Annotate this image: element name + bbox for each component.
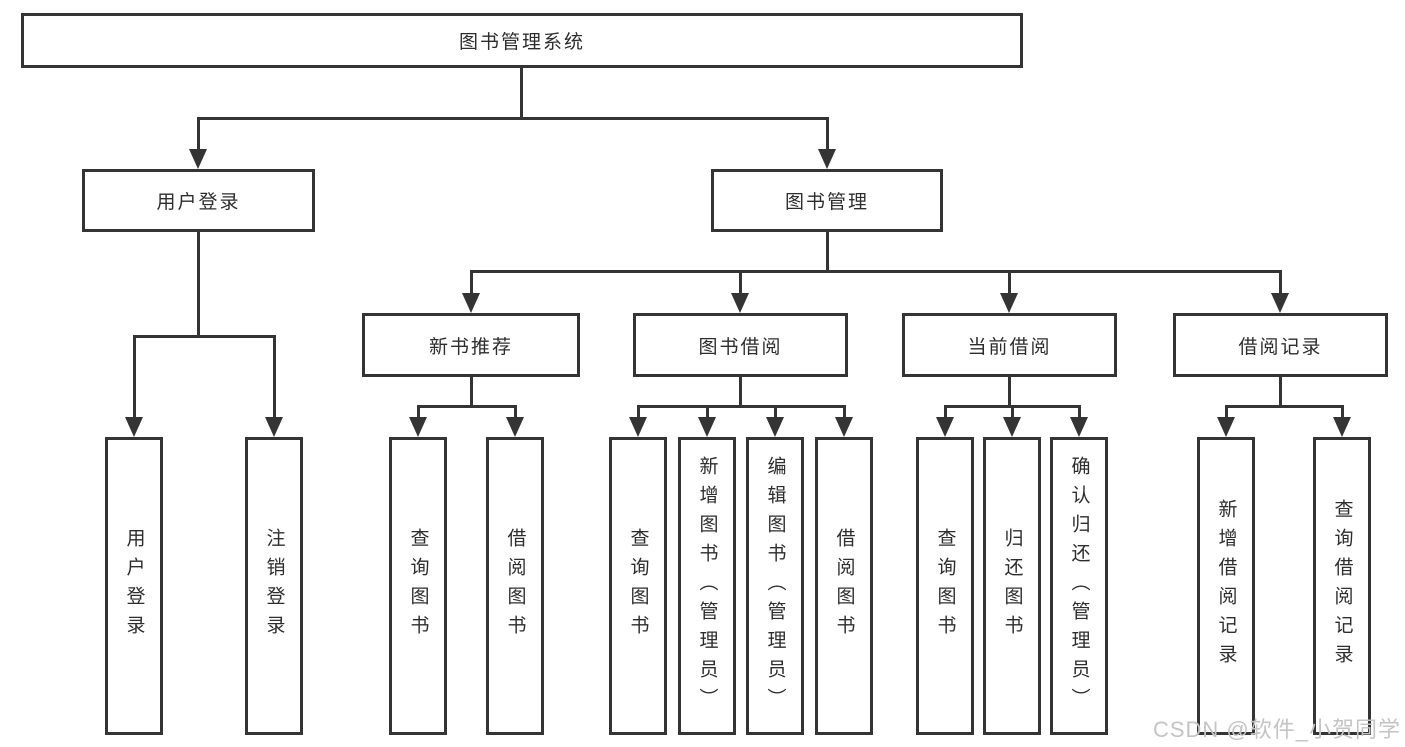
node-label: 注销登录 <box>263 528 285 644</box>
connector-drop <box>470 270 473 295</box>
node-user-login: 用户登录 <box>82 169 315 232</box>
connector-drop <box>706 405 709 419</box>
node-library-management-system: 图书管理系统 <box>21 13 1023 68</box>
connector-root-stem <box>520 68 523 119</box>
arrowhead-down <box>1217 417 1235 437</box>
node-label: 当前借阅 <box>967 336 1052 358</box>
arrowhead-down <box>1271 293 1289 313</box>
connector-level3-branch <box>470 270 1282 273</box>
node-label: 查询图书 <box>627 528 649 644</box>
connector-drop <box>826 117 829 151</box>
node-label: 用户登录 <box>123 528 145 644</box>
node-label: 借阅图书 <box>833 528 855 644</box>
connector-newbook-branch <box>417 405 517 408</box>
arrowhead-down <box>125 417 143 437</box>
node-label: 确认归还（管理员） <box>1068 455 1090 717</box>
leaf-add-borrow-record: 新增借阅记录 <box>1197 437 1255 735</box>
node-label: 借阅图书 <box>504 528 526 644</box>
connector-drop <box>1279 270 1282 295</box>
node-new-book-recommendation: 新书推荐 <box>362 313 580 377</box>
arrowhead-down <box>936 417 954 437</box>
arrowhead-down <box>1333 417 1351 437</box>
node-label: 编辑图书（管理员） <box>764 455 786 717</box>
leaf-query-borrow-record: 查询借阅记录 <box>1313 437 1371 735</box>
connector-drop <box>944 405 947 419</box>
leaf-borrow-books: 借阅图书 <box>815 437 873 735</box>
node-book-borrowing: 图书借阅 <box>633 313 848 377</box>
connector-login-branch <box>133 335 276 338</box>
connector-records-stem <box>1279 377 1282 408</box>
connector-drop <box>417 405 420 419</box>
csdn-watermark: CSDN @软件_小贺同学 <box>1152 717 1401 742</box>
arrowhead-down <box>1000 293 1018 313</box>
connector-drop <box>197 117 200 151</box>
arrowhead-down <box>1070 417 1088 437</box>
leaf-add-books-admin: 新增图书（管理员） <box>678 437 736 735</box>
node-current-borrowing: 当前借阅 <box>902 313 1117 377</box>
node-label: 用户登录 <box>156 192 241 213</box>
connector-drop <box>637 405 640 419</box>
arrowhead-down <box>409 417 427 437</box>
connector-current-stem <box>1008 377 1011 408</box>
node-borrowing-records: 借阅记录 <box>1173 313 1388 377</box>
arrowhead-down <box>818 149 836 169</box>
node-label: 归还图书 <box>1001 528 1023 644</box>
leaf-query-books-borrowing: 查询图书 <box>609 437 667 735</box>
arrowhead-down <box>766 417 784 437</box>
arrowhead-down <box>462 293 480 313</box>
connector-level2-branch <box>197 117 829 120</box>
arrowhead-down <box>265 417 283 437</box>
node-label: 新书推荐 <box>428 336 513 358</box>
connector-drop <box>1341 405 1344 419</box>
node-label: 图书管理系统 <box>458 32 585 53</box>
connector-bookmgmt-stem <box>826 232 829 273</box>
node-label: 查询图书 <box>407 528 429 644</box>
node-label: 借阅记录 <box>1238 336 1323 358</box>
arrowhead-down <box>506 417 524 437</box>
node-label: 图书借阅 <box>698 336 783 358</box>
connector-drop <box>1078 405 1081 419</box>
connector-borrowing-stem <box>739 377 742 408</box>
leaf-logout: 注销登录 <box>245 437 303 735</box>
arrowhead-down <box>835 417 853 437</box>
connector-borrowing-branch <box>637 405 846 408</box>
connector-drop <box>739 270 742 295</box>
node-label: 新增图书（管理员） <box>696 455 718 717</box>
node-label: 查询借阅记录 <box>1331 499 1353 673</box>
leaf-query-books-recommend: 查询图书 <box>389 437 447 735</box>
connector-records-branch <box>1225 405 1344 408</box>
connector-drop <box>1011 405 1014 419</box>
node-label: 图书管理 <box>784 192 869 213</box>
arrowhead-down <box>189 149 207 169</box>
leaf-confirm-return-admin: 确认归还（管理员） <box>1050 437 1108 735</box>
arrowhead-down <box>731 293 749 313</box>
node-label: 新增借阅记录 <box>1215 499 1237 673</box>
connector-newbook-stem <box>470 377 473 408</box>
node-book-management: 图书管理 <box>711 169 943 232</box>
connector-drop <box>843 405 846 419</box>
connector-drop <box>133 335 136 419</box>
leaf-user-login: 用户登录 <box>105 437 163 735</box>
connector-drop <box>514 405 517 419</box>
connector-drop <box>1225 405 1228 419</box>
leaf-query-books-current: 查询图书 <box>916 437 974 735</box>
connector-drop <box>273 335 276 419</box>
leaf-edit-books-admin: 编辑图书（管理员） <box>746 437 804 735</box>
connector-login-stem <box>197 232 200 338</box>
leaf-borrow-books-recommend: 借阅图书 <box>486 437 544 735</box>
connector-drop <box>774 405 777 419</box>
leaf-return-books: 归还图书 <box>983 437 1041 735</box>
arrowhead-down <box>1003 417 1021 437</box>
arrowhead-down <box>698 417 716 437</box>
connector-drop <box>1008 270 1011 295</box>
arrowhead-down <box>629 417 647 437</box>
node-label: 查询图书 <box>934 528 956 644</box>
